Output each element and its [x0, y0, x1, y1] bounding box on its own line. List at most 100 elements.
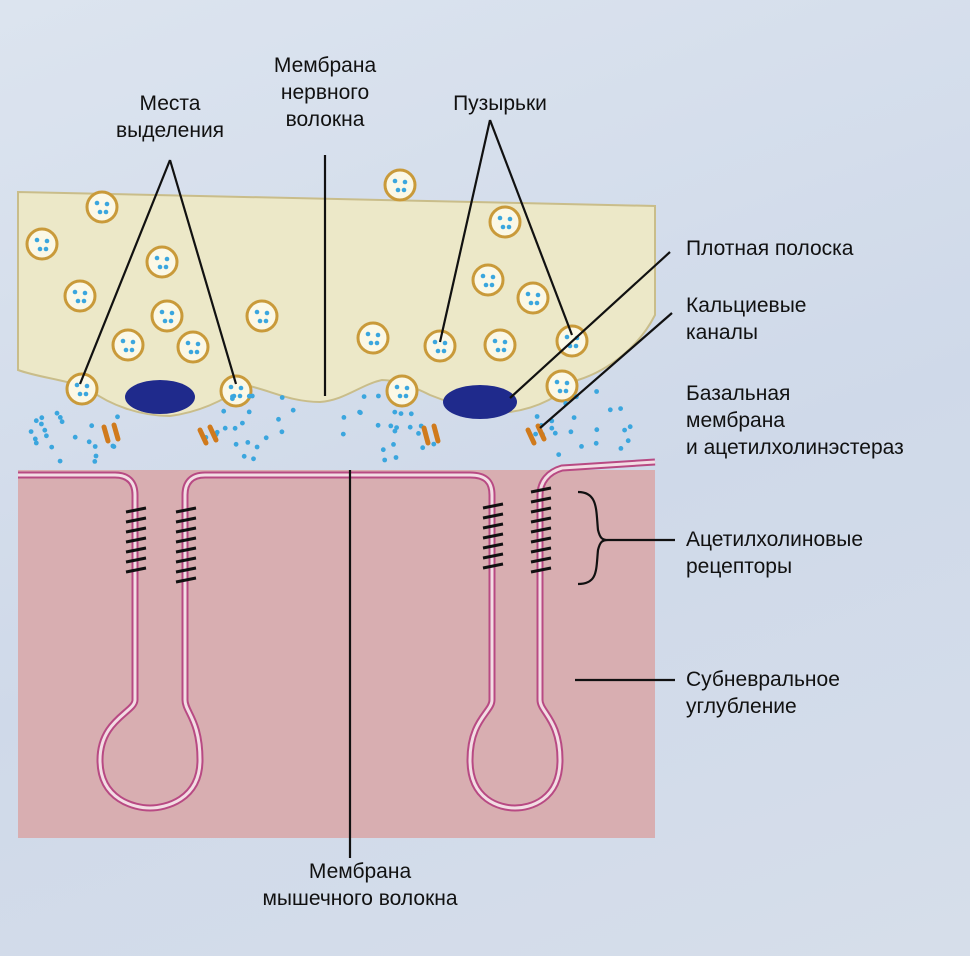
- vesicle: [518, 283, 548, 313]
- transmitter-dot: [431, 442, 436, 447]
- transmitter-dot: [549, 426, 554, 431]
- vesicle: [247, 301, 277, 331]
- transmitter-dot: [87, 439, 92, 444]
- vesicle: [27, 229, 57, 259]
- label-release-sites: Места выделения: [95, 90, 245, 144]
- transmitter-dot: [223, 426, 228, 431]
- transmitter-dot: [89, 423, 94, 428]
- vesicle: [147, 247, 177, 277]
- transmitter-dot: [242, 454, 247, 459]
- transmitter-dot: [533, 432, 538, 437]
- transmitter-dot: [264, 435, 269, 440]
- transmitter-dot: [362, 394, 367, 399]
- label-vesicles: Пузырьки: [430, 90, 570, 117]
- transmitter-dot: [376, 423, 381, 428]
- transmitter-dot: [594, 441, 599, 446]
- vesicle: [178, 332, 208, 362]
- transmitter-dot: [569, 429, 574, 434]
- transmitter-dot: [388, 424, 393, 429]
- vesicle: [387, 376, 417, 406]
- transmitter-dot: [416, 431, 421, 436]
- transmitter-dot: [44, 433, 49, 438]
- transmitter-dot: [594, 389, 599, 394]
- transmitter-dot: [381, 447, 386, 452]
- transmitter-dot: [29, 429, 34, 434]
- vesicle: [425, 331, 455, 361]
- transmitter-dot: [392, 410, 397, 415]
- transmitter-dot: [342, 415, 347, 420]
- transmitter-dot: [93, 444, 98, 449]
- transmitter-dot: [233, 426, 238, 431]
- transmitter-dot: [115, 414, 120, 419]
- transmitter-dot: [553, 431, 558, 436]
- transmitter-dot: [230, 394, 235, 399]
- transmitter-dot: [394, 425, 399, 430]
- vesicle: [473, 265, 503, 295]
- label-dense-bar: Плотная полоска: [686, 235, 956, 262]
- transmitter-dot: [535, 414, 540, 419]
- transmitter-dot: [92, 459, 97, 464]
- transmitter-dot: [376, 394, 381, 399]
- transmitter-dot: [42, 428, 47, 433]
- transmitter-dot: [618, 406, 623, 411]
- transmitter-dot: [291, 408, 296, 413]
- transmitter-dot: [626, 438, 631, 443]
- transmitter-dot: [357, 410, 362, 415]
- transmitter-dot: [251, 456, 256, 461]
- vesicle: [358, 323, 388, 353]
- transmitter-dot: [240, 421, 245, 426]
- transmitter-dot: [276, 417, 281, 422]
- label-subneural-cleft: Субневральное углубление: [686, 666, 956, 720]
- transmitter-dot: [34, 418, 39, 423]
- transmitter-dot: [608, 407, 613, 412]
- transmitter-dot: [39, 422, 44, 427]
- transmitter-dot: [341, 432, 346, 437]
- vesicle: [113, 330, 143, 360]
- transmitter-dot: [556, 452, 561, 457]
- transmitter-dot: [55, 411, 60, 416]
- transmitter-dot: [382, 458, 387, 463]
- transmitter-dot: [420, 445, 425, 450]
- vesicle: [547, 371, 577, 401]
- label-calcium-channels: Кальциевые каналы: [686, 292, 956, 346]
- transmitter-dot: [399, 411, 404, 416]
- vesicle: [485, 330, 515, 360]
- transmitter-dot: [245, 440, 250, 445]
- transmitter-dot: [73, 435, 78, 440]
- transmitter-dot: [394, 455, 399, 460]
- transmitter-dot: [409, 411, 414, 416]
- transmitter-dot: [572, 415, 577, 420]
- transmitter-dot: [619, 446, 624, 451]
- transmitter-dot: [112, 444, 117, 449]
- transmitter-dot: [280, 395, 285, 400]
- transmitter-dot: [49, 445, 54, 450]
- transmitter-dot: [255, 445, 260, 450]
- label-nerve-membrane: Мембрана нервного волокна: [240, 52, 410, 133]
- vesicle: [490, 207, 520, 237]
- transmitter-dot: [247, 410, 252, 415]
- vesicle: [385, 170, 415, 200]
- vesicle: [152, 301, 182, 331]
- transmitter-dot: [594, 427, 599, 432]
- transmitter-dot: [628, 424, 633, 429]
- transmitter-dot: [391, 442, 396, 447]
- transmitter-dot: [33, 437, 38, 442]
- transmitter-dot: [34, 441, 39, 446]
- vesicle: [87, 192, 117, 222]
- transmitter-dot: [579, 444, 584, 449]
- dense-bar-right: [443, 385, 517, 419]
- calcium-channels: [104, 425, 544, 443]
- transmitter-dot: [58, 459, 63, 464]
- transmitter-dot: [234, 442, 239, 447]
- label-muscle-membrane: Мембрана мышечного волокна: [250, 858, 470, 912]
- transmitter-dot: [280, 429, 285, 434]
- vesicle: [65, 281, 95, 311]
- transmitter-dot: [60, 419, 65, 424]
- label-basal-membrane: Базальная мембрана и ацетилхолинэстераз: [686, 380, 968, 461]
- transmitter-dot: [58, 415, 63, 420]
- label-ach-receptors: Ацетилхолиновые рецепторы: [686, 526, 956, 580]
- transmitter-dot: [408, 425, 413, 430]
- dense-bar-left: [125, 380, 195, 414]
- transmitter-dot: [221, 409, 226, 414]
